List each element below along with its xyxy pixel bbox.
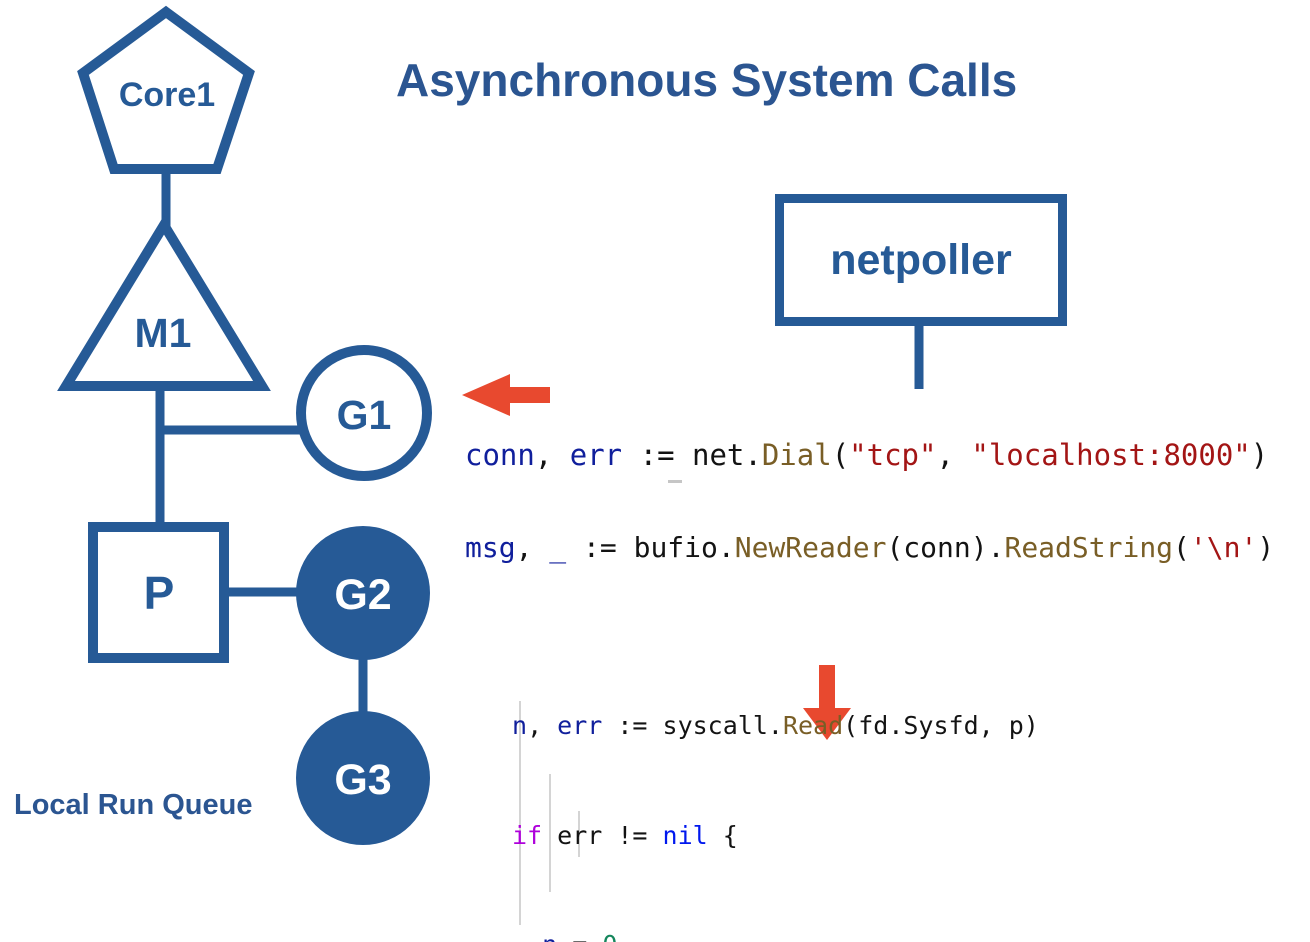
indent-guide-level-1 [519,701,521,925]
arrow-left-icon [462,374,550,416]
m1-label: M1 [135,310,192,356]
code-block-line: n, err := syscall.Read(fd.Sysfd, p) [512,711,1039,740]
g3-circle [296,711,430,845]
g1-label: G1 [337,392,392,438]
core-label: Core1 [119,76,215,114]
m1-triangle [57,215,271,391]
p-square [88,522,229,663]
g2-label: G2 [334,571,391,619]
indent-guide-level-2 [549,774,551,892]
netpoller-label: netpoller [830,235,1012,284]
code-block-line: if err != nil { [512,820,738,850]
page-title: Asynchronous System Calls [396,54,1018,106]
core-pentagon [77,5,255,174]
g2-circle [296,526,430,660]
screenshot-artifact-dash [668,480,682,483]
code-line-net-dial: conn, err := net.Dial("tcp", "localhost:… [465,438,1269,472]
p-label: P [144,567,175,619]
netpoller-box: netpoller [775,194,1067,326]
arrow-down-icon [803,665,851,740]
code-block-syscall-read: n, err := syscall.Read(fd.Sysfd, p) if e… [512,635,1295,942]
g1-circle [296,345,432,481]
g3-label: G3 [334,756,391,804]
code-block-line: n = 0 [512,927,1295,942]
local-run-queue-label: Local Run Queue [14,789,253,821]
code-line-readstring: msg, _ := bufio.NewReader(conn).ReadStri… [465,531,1275,564]
indent-guide-level-3 [578,811,580,857]
